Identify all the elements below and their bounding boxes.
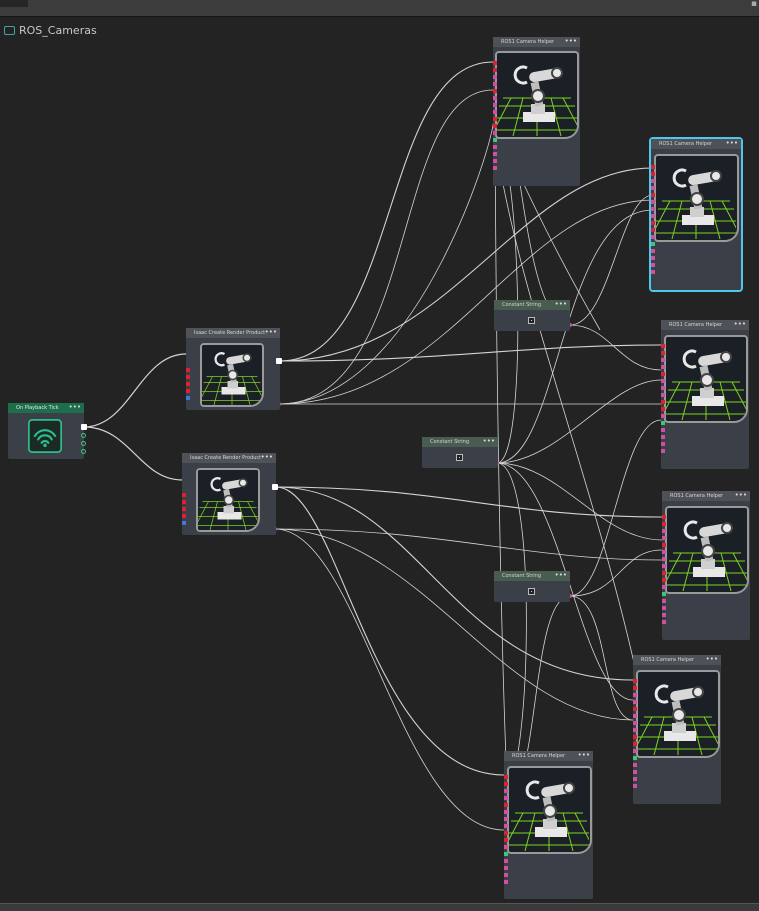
options-icon[interactable]: ••• [725, 139, 738, 147]
node-thumbnail [507, 766, 592, 854]
robot-arm-icon [667, 511, 747, 591]
graph-title: ROS_Cameras [19, 24, 97, 37]
options-icon[interactable]: ••• [554, 300, 567, 308]
options-icon[interactable]: ••• [564, 37, 577, 45]
input-pins[interactable] [493, 61, 497, 173]
output-pin[interactable] [81, 449, 86, 454]
node-thumbnail [664, 335, 748, 423]
create-render-product-node[interactable]: Isaac Create Render Product••• [182, 453, 278, 535]
input-pins[interactable] [504, 775, 508, 887]
robot-arm-icon [198, 470, 258, 530]
options-icon[interactable]: ••• [577, 751, 590, 759]
tick-output-pin[interactable] [81, 424, 87, 430]
corner-marker-icon: ▪ [750, 0, 757, 9]
node-thumbnail [665, 506, 749, 594]
exec-output-pin[interactable] [276, 358, 282, 364]
node-title: Constant String [502, 573, 541, 579]
options-icon[interactable]: ••• [705, 655, 718, 663]
node-title: ROS1 Camera Helper [670, 493, 724, 499]
robot-arm-icon [656, 159, 736, 239]
node-thumbnail [196, 468, 260, 532]
node-title: Isaac Create Render Product [194, 330, 266, 336]
options-icon[interactable]: ••• [554, 571, 567, 579]
input-pins[interactable] [662, 515, 666, 627]
node-thumbnail [495, 51, 579, 139]
create-render-product-node[interactable]: Isaac Create Render Product••• [186, 328, 282, 410]
camera-helper-node-selected[interactable]: ROS1 Camera Helper ••• [649, 137, 743, 292]
input-pins[interactable] [182, 493, 186, 528]
camera-helper-node[interactable]: ROS1 Camera Helper ••• [493, 37, 580, 186]
options-icon[interactable]: ••• [482, 437, 495, 445]
node-title: ROS1 Camera Helper [669, 322, 723, 328]
input-pins[interactable] [186, 368, 190, 403]
options-icon[interactable]: ••• [264, 328, 277, 336]
robot-arm-icon [666, 340, 746, 420]
options-icon[interactable]: ••• [734, 491, 747, 499]
node-thumbnail [654, 154, 739, 242]
node-title: ROS1 Camera Helper [501, 39, 555, 45]
node-thumbnail [636, 670, 720, 758]
node-title: Isaac Create Render Product [190, 455, 262, 461]
exec-output-pin[interactable] [272, 484, 278, 490]
node-title: Constant String [502, 302, 541, 308]
top-tab[interactable] [0, 0, 28, 7]
robot-arm-icon [638, 675, 718, 755]
options-icon[interactable]: ••• [260, 453, 273, 461]
window-top-bar: ▪ [0, 0, 759, 17]
constant-string-node[interactable]: Constant String ••• [422, 437, 498, 468]
on-playback-tick-node[interactable]: On Playback Tick ••• [8, 403, 87, 459]
output-pin[interactable] [81, 441, 86, 446]
input-pins[interactable] [633, 679, 637, 791]
input-pins[interactable] [651, 165, 655, 277]
robot-arm-icon [202, 345, 262, 405]
node-title: ROS1 Camera Helper [659, 141, 713, 147]
value-field[interactable] [528, 588, 535, 595]
constant-string-node[interactable]: Constant String ••• [494, 571, 570, 602]
bottom-scrollbar[interactable] [0, 903, 759, 911]
value-field[interactable] [528, 317, 535, 324]
graph-icon [4, 26, 15, 35]
node-title: ROS1 Camera Helper [512, 753, 566, 759]
camera-helper-node[interactable]: ROS1 Camera Helper ••• [504, 751, 593, 899]
node-title: On Playback Tick [16, 405, 59, 411]
constant-string-node[interactable]: Constant String ••• [494, 300, 570, 331]
output-pin[interactable] [81, 433, 86, 438]
graph-breadcrumb[interactable]: ROS_Cameras [4, 24, 97, 37]
node-title: Constant String [430, 439, 469, 445]
input-pins[interactable] [661, 344, 665, 456]
options-icon[interactable]: ••• [733, 320, 746, 328]
robot-arm-icon [497, 56, 577, 136]
camera-helper-node[interactable]: ROS1 Camera Helper ••• [662, 491, 750, 640]
camera-helper-node[interactable]: ROS1 Camera Helper ••• [633, 655, 721, 804]
node-thumbnail [200, 343, 264, 407]
wifi-icon [28, 419, 62, 453]
robot-arm-icon [509, 771, 589, 851]
value-field[interactable] [456, 454, 463, 461]
camera-helper-node[interactable]: ROS1 Camera Helper ••• [661, 320, 749, 469]
options-icon[interactable]: ••• [68, 403, 81, 411]
node-title: ROS1 Camera Helper [641, 657, 695, 663]
